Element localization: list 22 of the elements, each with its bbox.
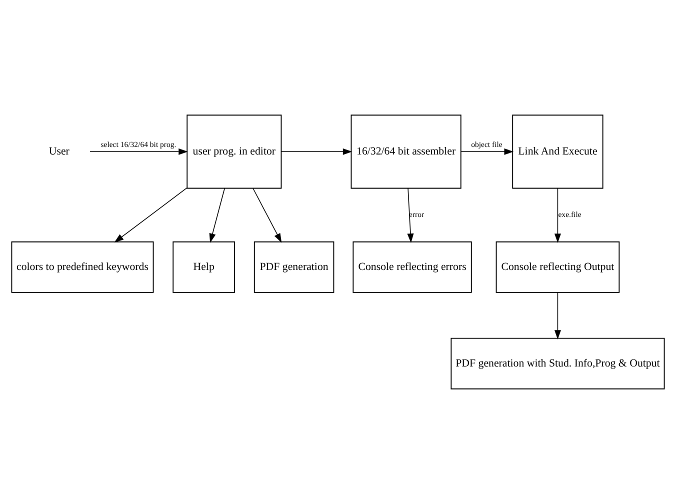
node-text: User: [48, 146, 70, 158]
arrow: [554, 292, 561, 340]
node-box: Help: [172, 241, 236, 293]
node-box: user prog. in editor: [186, 114, 282, 189]
arrow: [460, 148, 514, 155]
node-box: Console reflecting Output: [496, 241, 620, 293]
arrow: [209, 188, 225, 243]
arrow: [252, 188, 282, 243]
edge-label: exe.file: [558, 210, 582, 219]
node-box: 16/32/64 bit assembler: [350, 114, 462, 189]
node-box: Console reflecting errors: [352, 241, 472, 293]
arrow: [114, 187, 188, 243]
arrow: [90, 148, 188, 155]
node-box: PDF generation: [254, 241, 334, 293]
node-box: colors to predefined keywords: [11, 241, 154, 293]
edge-label: select 16/32/64 bit prog.: [100, 140, 176, 149]
node-box: PDF generation with Stud. Info,Prog & Output: [450, 338, 665, 390]
arrow: [281, 148, 352, 155]
arrow: [407, 188, 414, 243]
node-box: Link And Execute: [512, 114, 604, 189]
arrow: [554, 188, 561, 243]
edge-label: object file: [471, 140, 502, 149]
